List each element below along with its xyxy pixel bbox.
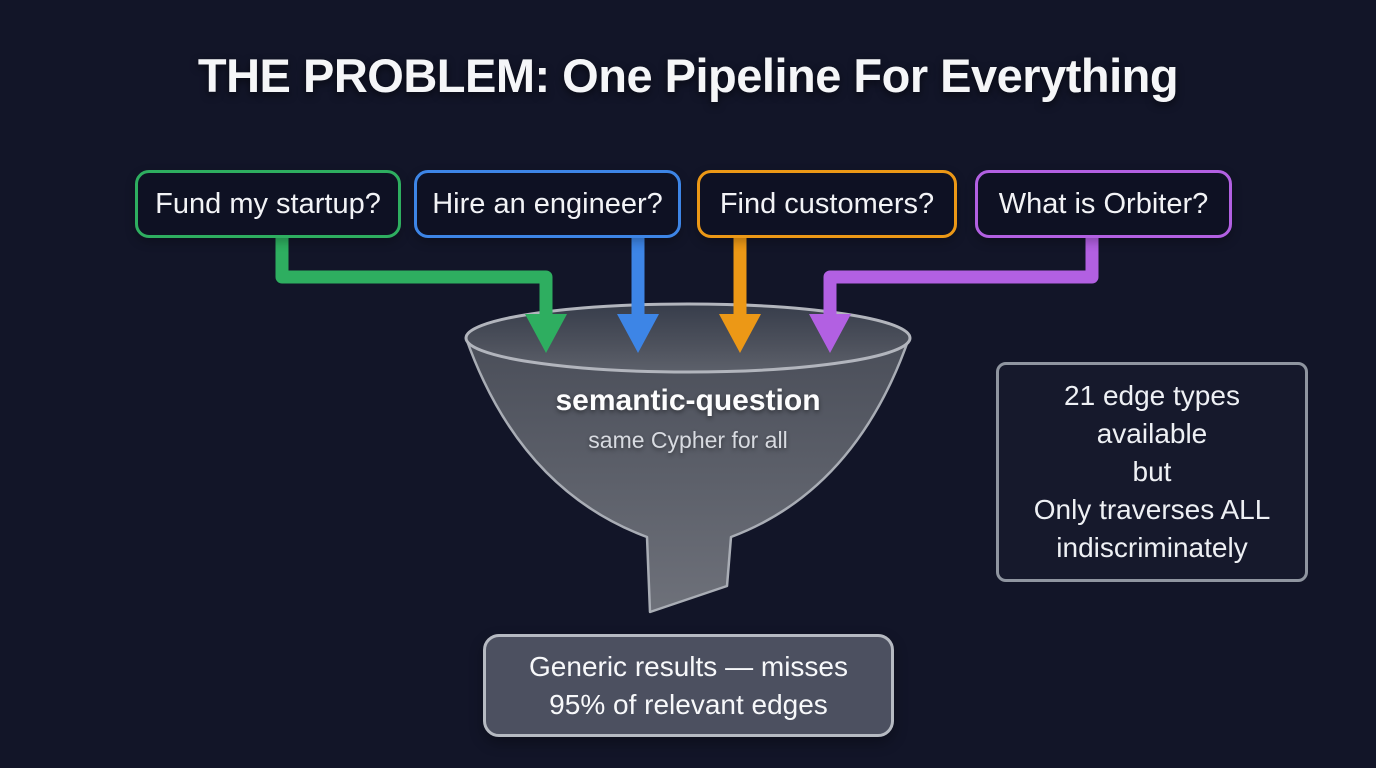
arrow-orbiter-head bbox=[809, 314, 851, 353]
result-line: Generic results — misses bbox=[529, 650, 848, 682]
side-note-line: 21 edge types bbox=[1064, 380, 1240, 411]
query-box-what-is-orbiter: What is Orbiter? bbox=[975, 170, 1232, 238]
arrow-hire-head bbox=[617, 314, 659, 353]
result-line: 95% of relevant edges bbox=[549, 688, 828, 720]
funnel-rim bbox=[464, 302, 912, 374]
query-label: Find customers? bbox=[719, 187, 935, 220]
query-label: Hire an engineer? bbox=[432, 187, 663, 220]
arrow-fund-shaft bbox=[275, 237, 553, 316]
funnel-sublabel: same Cypher for all bbox=[588, 427, 788, 453]
page-title: THE PROBLEM: One Pipeline For Everything bbox=[197, 49, 1179, 102]
funnel-label: semantic-question bbox=[555, 384, 821, 417]
query-box-fund-startup: Fund my startup? bbox=[135, 170, 401, 238]
side-note-line: indiscriminately bbox=[1056, 532, 1248, 563]
query-label: Fund my startup? bbox=[155, 187, 381, 220]
side-note-box: 21 edge types available but Only travers… bbox=[996, 362, 1308, 582]
query-label: What is Orbiter? bbox=[998, 187, 1209, 220]
side-note-line: available bbox=[1096, 418, 1208, 449]
result-box: Generic results — misses 95% of relevant… bbox=[483, 634, 894, 737]
arrow-orbiter-shaft bbox=[823, 237, 1099, 316]
funnel-cone bbox=[464, 336, 911, 614]
query-box-hire-engineer: Hire an engineer? bbox=[414, 170, 681, 238]
arrow-customers-head bbox=[719, 314, 761, 353]
query-box-find-customers: Find customers? bbox=[697, 170, 957, 238]
arrow-fund-head bbox=[525, 314, 567, 353]
side-note-line: Only traverses ALL bbox=[1033, 494, 1271, 525]
side-note-line: but bbox=[1132, 456, 1172, 487]
